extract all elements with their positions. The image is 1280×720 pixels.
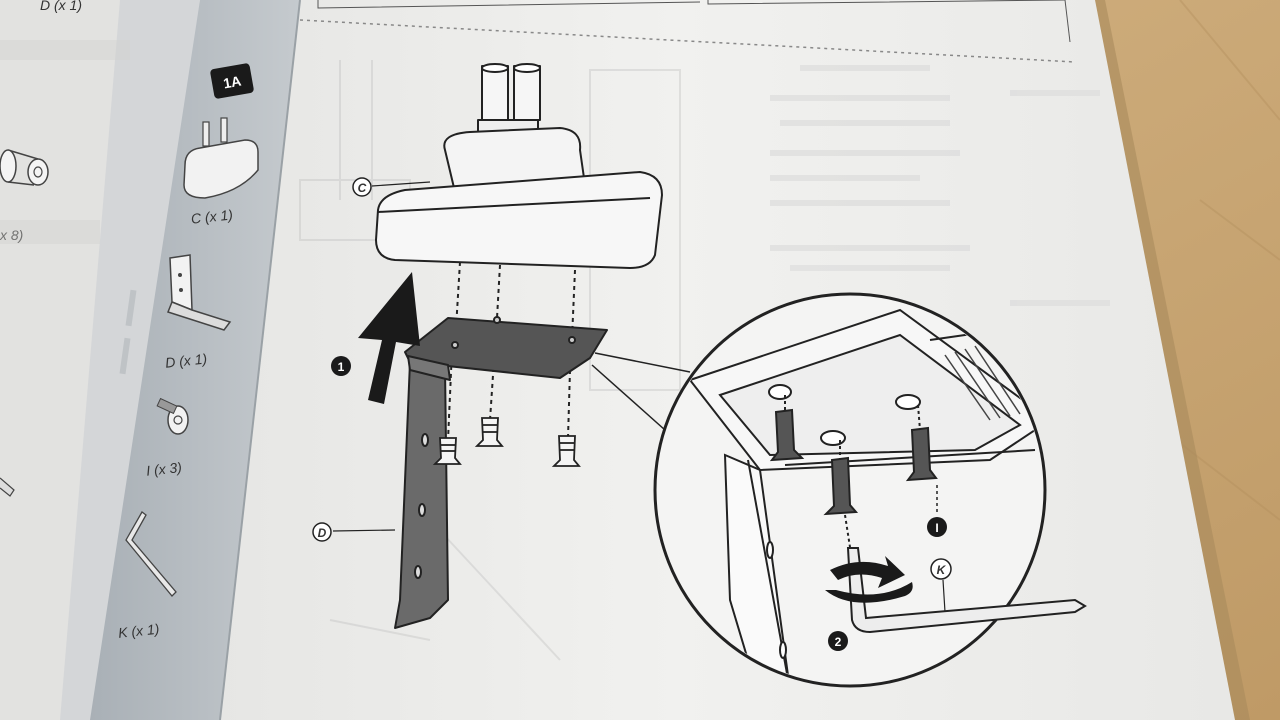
spacer-icon	[0, 149, 49, 186]
show-through-text	[770, 65, 1110, 306]
callout-c	[352, 177, 372, 197]
svg-text:I: I	[935, 521, 938, 535]
screws-drawing	[432, 417, 581, 467]
up-arrow-icon	[358, 272, 420, 404]
callout-k	[930, 558, 952, 580]
left-page-parts: D (x 1) x 8)	[0, 0, 130, 497]
step-1-badge	[331, 356, 351, 376]
callout-i	[927, 517, 947, 537]
sidebar-parts: 1A C (x 1) D (x 1) I (x 3) K (x 1)	[117, 63, 259, 641]
svg-text:1: 1	[338, 360, 345, 374]
step-2-badge	[828, 631, 848, 651]
zoom-detail-circle: I K 2	[653, 292, 1087, 688]
part-d-icon	[167, 254, 232, 331]
part-label-c: C (x 1)	[190, 206, 233, 226]
part-label-i: I (x 3)	[145, 459, 182, 479]
part-c-base-drawing	[375, 63, 663, 269]
part-label-k: K (x 1)	[117, 621, 160, 641]
part-label-d-left: D (x 1)	[40, 0, 82, 13]
left-allen-key-icon	[0, 477, 15, 497]
svg-text:D: D	[318, 526, 327, 540]
part-d-bracket-drawing	[394, 316, 608, 629]
part-k-allen-key-icon	[125, 511, 177, 597]
part-label-spacer: x 8)	[0, 227, 23, 243]
svg-text:2: 2	[835, 635, 842, 649]
part-c-icon	[183, 117, 259, 199]
callout-d	[312, 522, 332, 542]
svg-text:1A: 1A	[222, 73, 242, 92]
step-badge: 1A	[210, 63, 254, 99]
allen-key-drawing	[846, 547, 1087, 634]
rotate-arrow-icon	[825, 556, 913, 603]
part-label-d: D (x 1)	[164, 350, 207, 370]
svg-text:C: C	[358, 181, 367, 195]
part-i-screw-icon	[156, 397, 189, 435]
svg-text:K: K	[937, 563, 947, 577]
